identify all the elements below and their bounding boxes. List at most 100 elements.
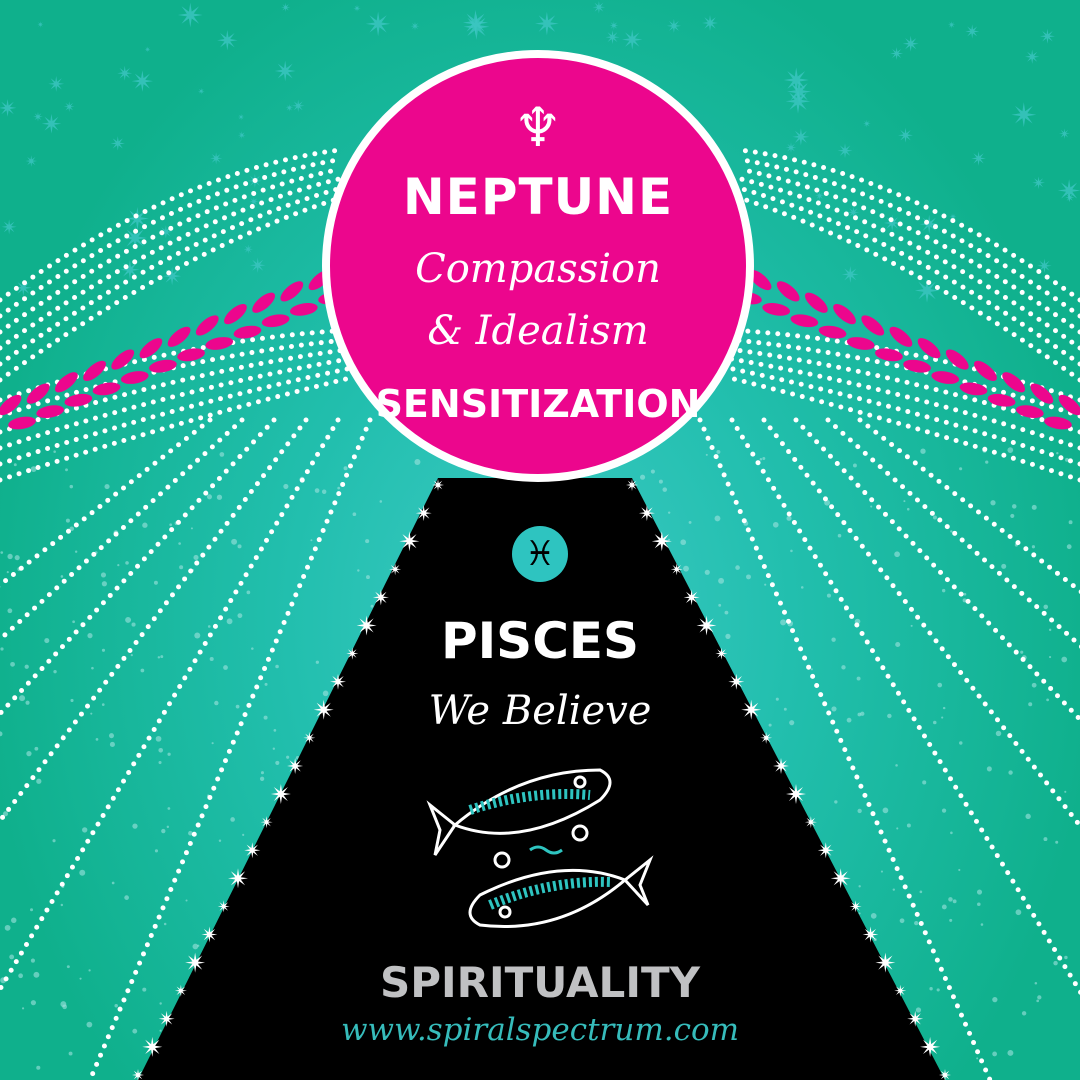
speckle — [704, 569, 710, 575]
leaf — [931, 371, 960, 384]
speckle — [153, 580, 158, 585]
speckle — [166, 825, 170, 829]
star-icon — [1025, 49, 1040, 64]
speckle — [977, 902, 981, 907]
speckle — [858, 912, 861, 915]
leaf — [120, 371, 149, 384]
speckle — [1031, 545, 1036, 549]
speckle — [100, 572, 107, 578]
speckle — [639, 474, 646, 480]
speckle — [343, 466, 348, 471]
leaf — [776, 281, 800, 302]
speckle — [125, 616, 132, 623]
star-icon — [902, 35, 919, 52]
speckle — [0, 551, 4, 554]
speckle — [0, 731, 3, 737]
leaf — [959, 382, 988, 396]
dotted-arc-right — [727, 365, 1080, 467]
speckle — [207, 625, 211, 628]
speckle — [810, 668, 813, 671]
speckle — [111, 881, 115, 885]
speckle — [932, 515, 937, 520]
dotted-arc-left — [0, 375, 353, 483]
speckle — [21, 1007, 25, 1010]
leaf — [903, 359, 931, 373]
speckle — [683, 565, 689, 572]
leaf — [974, 360, 997, 382]
leaf — [1058, 394, 1080, 416]
star-icon — [883, 214, 901, 232]
star-icon — [48, 76, 65, 92]
speckle — [18, 973, 23, 979]
star-icon — [285, 104, 294, 112]
speckle — [718, 577, 725, 584]
star-icon — [177, 2, 203, 28]
website-link[interactable]: www.spiralspectrum.com — [340, 1012, 740, 1048]
speckle — [941, 716, 944, 719]
star-icon — [787, 79, 812, 104]
speckle — [846, 717, 852, 723]
speckle — [887, 713, 892, 719]
speckle — [158, 747, 164, 753]
star-icon — [947, 21, 956, 29]
neptune-glyph-icon: ♆ — [513, 96, 563, 159]
speckle — [379, 500, 383, 503]
speckle — [667, 511, 671, 514]
star-icon — [785, 142, 797, 153]
star-icon — [535, 11, 559, 36]
speckle — [775, 697, 779, 701]
speckle — [53, 450, 56, 453]
speckle — [1055, 840, 1059, 844]
speckle — [882, 807, 889, 814]
speckle — [1061, 656, 1068, 663]
speckle — [986, 766, 992, 772]
speckle — [101, 581, 107, 587]
speckle — [264, 682, 268, 686]
pisces-fish-illustration — [426, 768, 654, 929]
leaf — [36, 405, 65, 419]
speckle — [30, 1000, 36, 1006]
domain-label: SPIRITUALITY — [379, 958, 701, 1007]
dotted-arc-right — [727, 337, 1080, 419]
star-icon — [292, 99, 305, 112]
star-icon — [210, 152, 223, 165]
speckle — [1012, 504, 1017, 509]
dotted-arc-left — [0, 185, 343, 367]
speckle — [980, 923, 984, 926]
star-icon — [1011, 102, 1037, 128]
speckle — [109, 741, 115, 748]
star-icon — [185, 952, 206, 973]
leaf — [64, 393, 93, 407]
speckle — [131, 622, 136, 627]
speckle — [762, 456, 766, 460]
star-icon — [914, 278, 940, 303]
star-icon — [670, 563, 683, 576]
star-icon — [592, 1, 606, 14]
speckle — [718, 603, 722, 607]
star-icon — [898, 127, 913, 143]
star-icon — [939, 1069, 951, 1080]
speckle — [211, 742, 214, 745]
speckle — [101, 648, 106, 652]
speckle — [1048, 655, 1052, 659]
star-icon — [250, 257, 266, 273]
star-icon — [786, 784, 806, 804]
speckle — [30, 908, 34, 912]
speckle — [680, 539, 687, 546]
dotted-ray-right — [729, 417, 1080, 997]
dotted-ray-left — [87, 417, 373, 1080]
leaf — [833, 303, 856, 325]
speckle — [275, 760, 280, 765]
speckle — [223, 665, 228, 670]
speckle — [132, 1028, 138, 1034]
speckle — [783, 707, 787, 711]
leaf — [804, 292, 828, 313]
leaf — [252, 292, 276, 313]
speckle — [650, 469, 655, 474]
star-icon — [117, 65, 133, 81]
speckle — [906, 823, 911, 828]
speckle — [1064, 955, 1068, 960]
star-icon — [849, 900, 862, 913]
star-icon — [237, 113, 245, 121]
star-icon — [773, 758, 789, 774]
